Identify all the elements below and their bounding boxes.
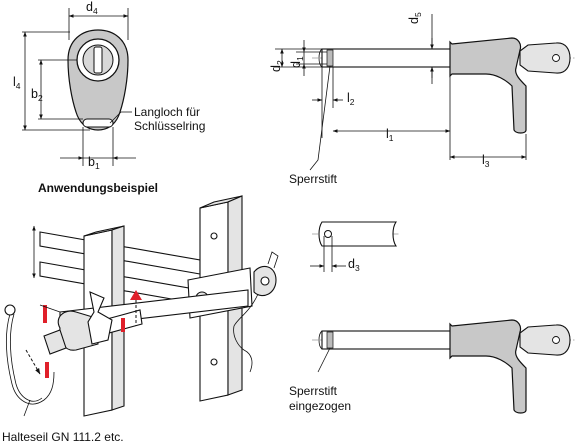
cross-hole bbox=[324, 230, 332, 238]
slot-label-line1: Langloch für bbox=[134, 105, 200, 119]
key-installed bbox=[43, 329, 67, 355]
detail-d3-view: d3 bbox=[310, 221, 400, 273]
handle-side-body-retracted bbox=[449, 319, 527, 414]
application-example: Anwendungsbeispiel bbox=[2, 181, 279, 444]
plunger-pin bbox=[321, 48, 455, 68]
locking-pin-marker bbox=[326, 49, 334, 67]
locking-pin-retracted-label-line1: Sperrstift bbox=[289, 384, 338, 398]
retaining-cable-left bbox=[5, 313, 55, 405]
dimension-l1: l1 bbox=[386, 127, 394, 143]
locking-pin-leader bbox=[309, 65, 331, 171]
post-cutaway bbox=[87, 291, 113, 345]
locking-pin-retracted-leader bbox=[317, 347, 331, 373]
handle-side-body bbox=[449, 37, 527, 134]
retaining-cable-right bbox=[233, 293, 259, 373]
locking-pin-retracted-marker bbox=[326, 331, 334, 349]
plunger-pin-retracted bbox=[321, 330, 455, 350]
key-slot bbox=[93, 46, 103, 74]
dimension-d2: d2 bbox=[269, 60, 285, 72]
slot-leader bbox=[109, 111, 132, 124]
red-arrow-1 bbox=[43, 305, 47, 323]
front-view: d4 l4 b2 b1 Langloch für Schlüsselring bbox=[13, 0, 205, 171]
red-arrow-2 bbox=[121, 318, 125, 332]
red-arrow-3 bbox=[45, 362, 49, 378]
dimension-d3: d3 bbox=[348, 257, 360, 273]
dimension-l4: l4 bbox=[13, 75, 21, 91]
key-side-retracted bbox=[519, 324, 571, 356]
pin-detail bbox=[318, 221, 398, 247]
dimension-l2: l2 bbox=[347, 91, 355, 107]
key-hole bbox=[552, 54, 560, 62]
dimension-b2: b2 bbox=[31, 87, 43, 103]
key-hole-retracted bbox=[552, 336, 560, 344]
side-view: d5 d2 d1 l2 l1 l3 Sperrstift bbox=[269, 12, 575, 186]
dimension-d4: d4 bbox=[86, 0, 98, 16]
retracted-view: Sperrstift eingezogen bbox=[289, 319, 575, 414]
key-side bbox=[519, 42, 571, 74]
dimension-d5: d5 bbox=[407, 12, 423, 24]
red-arrow-head bbox=[130, 290, 142, 300]
dimension-d1: d1 bbox=[289, 56, 305, 68]
dimension-b1: b1 bbox=[88, 155, 100, 171]
dimension-l3: l3 bbox=[482, 153, 490, 169]
locking-pin-retracted-label-line2: eingezogen bbox=[289, 399, 351, 413]
application-title: Anwendungsbeispiel bbox=[38, 181, 158, 195]
slot-label-line2: Schlüsselring bbox=[134, 119, 205, 133]
cable-label: Halteseil GN 111.2 etc. bbox=[2, 430, 124, 444]
locking-pin-label: Sperrstift bbox=[289, 172, 338, 186]
keyring-slot bbox=[82, 118, 114, 128]
cable-eyelet bbox=[4, 304, 16, 316]
cable-leader bbox=[23, 399, 31, 417]
